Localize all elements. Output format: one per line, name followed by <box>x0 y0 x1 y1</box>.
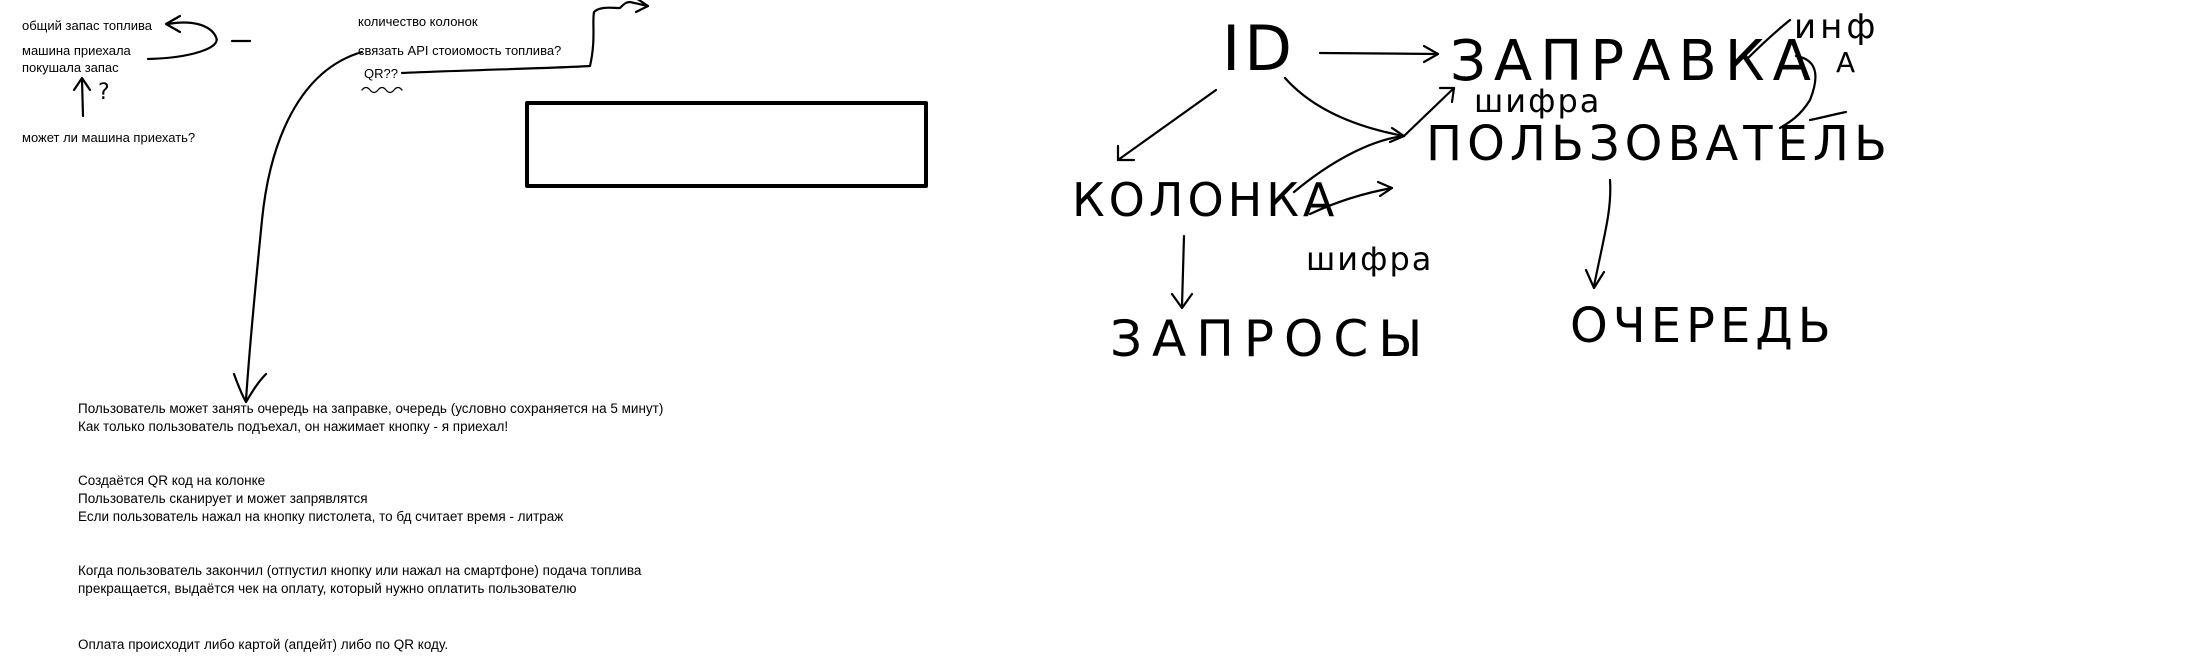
paragraph-line: Пользователь может занять очередь на зап… <box>78 401 664 416</box>
paragraph-line: Как только пользователь подъехал, он наж… <box>78 419 509 434</box>
arrow-pump-user <box>1292 134 1406 194</box>
arrow-id-user <box>1283 76 1406 138</box>
arrow-id-pump <box>1116 88 1218 162</box>
arrow-pump-user-lower <box>1308 186 1394 216</box>
diagram-label-cipher-bottom: шифра <box>1306 240 1433 278</box>
arrow-id-station-head <box>1422 44 1440 64</box>
arrow-user-queue-head <box>1584 268 1606 290</box>
paragraph-line: Если пользователь нажал на кнопку пистол… <box>78 509 564 524</box>
diagram-node-id: ID <box>1222 12 1296 85</box>
diagram-label-info-a: А <box>1836 46 1855 79</box>
paragraph-line: прекращается, выдаётся чек на оплату, ко… <box>78 581 577 596</box>
paragraph-queue: Пользователь может занять очередь на зап… <box>78 400 663 436</box>
arrow-user-station <box>1402 86 1456 138</box>
up-arrow <box>80 78 85 118</box>
diagram-node-user: ПОЛЬЗОВАТЕЛЬ <box>1426 116 1892 172</box>
note-api-link: связать API стоиомость топлива? <box>358 43 562 58</box>
diagram-node-station: ЗАПРАВКА <box>1450 29 1819 94</box>
paragraph-line: Пользователь сканирует и может запрявлят… <box>78 491 368 506</box>
info-bracket <box>1778 54 1817 130</box>
long-curve-arrow-head <box>232 372 268 404</box>
paragraph-line: Создаётся QR код на колонке <box>78 473 266 488</box>
note-question-mark: ? <box>98 80 110 105</box>
info-bracket-top <box>1744 18 1792 62</box>
paragraph-line: Оплата происходит либо картой (апдейт) л… <box>78 637 449 652</box>
paragraph-payment: Оплата происходит либо картой (апдейт) л… <box>78 636 448 654</box>
api-line-head <box>634 0 650 14</box>
arrow-pump-user-lower-head <box>1376 180 1394 198</box>
note-can-car-come: может ли машина приехать? <box>22 130 196 145</box>
api-line <box>400 0 650 75</box>
diagram-node-pump: КОЛОНКА <box>1072 173 1338 227</box>
note-qr: QR?? <box>364 66 398 81</box>
qr-squiggle <box>361 86 403 94</box>
arrow-id-pump-head <box>1116 144 1136 162</box>
note-car-arrived: машина приехала <box>22 43 131 58</box>
note-car-ate: покушала запас <box>22 60 119 75</box>
loop-arrow <box>146 21 218 61</box>
info-bracket-bottom <box>1808 110 1848 122</box>
note-pump-count: количество колонок <box>358 14 478 29</box>
diagram-node-requests: ЗАПРОСЫ <box>1110 310 1432 368</box>
diagram-node-queue: ОЧЕРЕДЬ <box>1570 298 1836 354</box>
empty-box <box>525 101 928 188</box>
paragraph-finish: Когда пользователь закончил (отпустил кн… <box>78 562 641 598</box>
diagram-label-cipher-top: шифра <box>1474 82 1601 120</box>
arrow-user-queue <box>1592 178 1612 288</box>
up-arrow-head <box>72 76 92 92</box>
paragraph-line: Когда пользователь закончил (отпустил кн… <box>78 563 642 578</box>
note-total-fuel: общий запас топлива <box>22 18 152 33</box>
loop-arrow-head <box>164 14 182 34</box>
arrow-user-station-head <box>1438 86 1456 104</box>
arrow-id-station <box>1318 51 1440 56</box>
arrow-pump-requests-head <box>1170 292 1194 310</box>
long-curve-arrow <box>244 50 364 402</box>
diagram-label-info: инф <box>1794 7 1879 47</box>
arrow-pump-requests <box>1180 234 1186 308</box>
paragraph-qr: Создаётся QR код на колонке Пользователь… <box>78 472 563 526</box>
